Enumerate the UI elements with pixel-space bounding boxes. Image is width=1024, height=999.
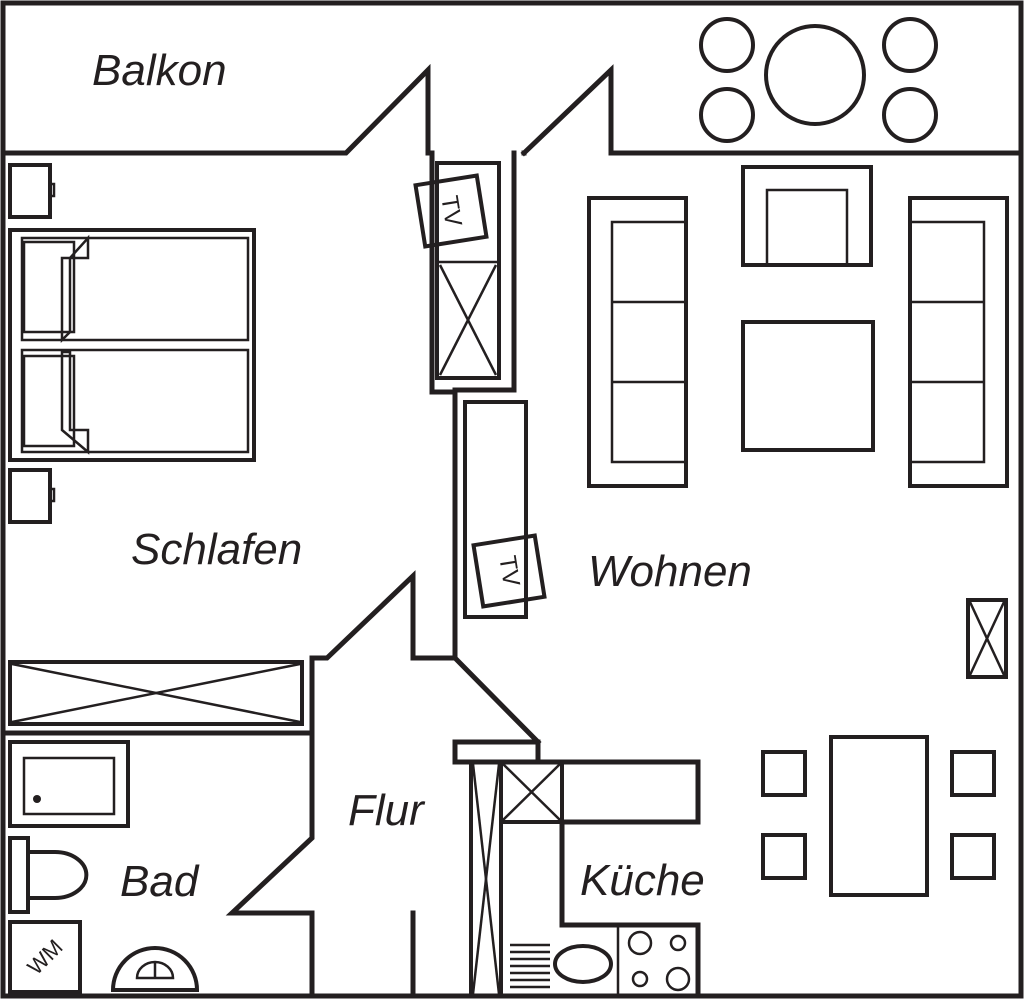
room-label-schlafen: Schlafen — [131, 525, 302, 574]
stove — [616, 925, 691, 996]
sofa-right — [908, 196, 1009, 488]
balcony-wall — [0, 63, 1024, 157]
sofa-left — [587, 196, 688, 488]
svg-text:TV: TV — [435, 194, 466, 229]
room-label-wohnen: Wohnen — [588, 547, 752, 596]
double-bed — [8, 228, 256, 462]
nightstand-top — [8, 163, 56, 219]
partition-bedroom-living — [429, 150, 458, 661]
washing-machine: WM — [8, 920, 82, 994]
svg-text:WM: WM — [22, 934, 67, 979]
bathtub — [8, 740, 130, 828]
room-label-bad: Bad — [120, 857, 200, 906]
armchair — [741, 165, 873, 267]
sink — [510, 943, 613, 989]
tv-bedroom: TV — [413, 173, 489, 249]
wardrobe-bedroom — [8, 660, 304, 726]
coffee-table — [741, 320, 875, 452]
toilet — [8, 836, 89, 914]
nightstand-bottom — [8, 468, 56, 524]
room-label-balkon: Balkon — [92, 46, 227, 95]
svg-text:TV: TV — [493, 554, 524, 589]
wardrobe-bedroom-wall — [435, 150, 517, 393]
kitchen-counter — [452, 739, 701, 999]
dining-set — [761, 735, 996, 897]
tv-living-room: TV — [471, 533, 547, 609]
balcony-table-set — [699, 17, 938, 143]
washbasin — [110, 946, 200, 992]
bedroom-door — [0, 570, 542, 746]
shelf-living — [966, 598, 1008, 679]
room-label-kueche: Küche — [580, 856, 705, 905]
room-label-flur: Flur — [348, 786, 426, 835]
hallway-left-wall — [225, 730, 315, 999]
living-wall-unit — [463, 400, 528, 619]
